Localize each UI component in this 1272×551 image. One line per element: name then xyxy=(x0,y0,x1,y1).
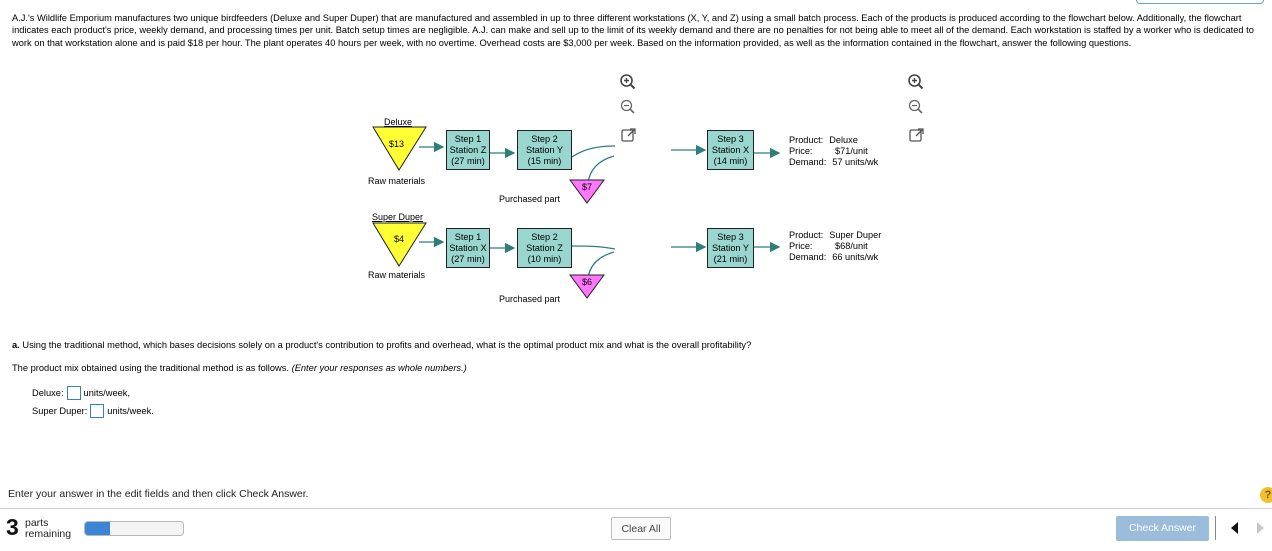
superduper-purchased-cost: $6 xyxy=(582,277,593,287)
step-station: Station Z xyxy=(449,144,487,155)
superduper-raw-materials-label: Raw materials xyxy=(368,270,426,280)
flow-arrow xyxy=(587,251,615,279)
parts-remaining-label: parts remaining xyxy=(25,517,72,540)
deluxe-raw-cost: $13 xyxy=(389,139,405,149)
deluxe-step2-box: Step 2 Station Y (15 min) xyxy=(517,130,572,170)
help-icon[interactable]: ? xyxy=(1260,487,1272,503)
instruction-body: The product mix obtained using the tradi… xyxy=(12,363,289,373)
previous-arrow-icon[interactable] xyxy=(1226,518,1244,538)
zoom-out-icon[interactable] xyxy=(907,98,925,116)
instruction-hint: (Enter your responses as whole numbers.) xyxy=(291,363,467,373)
step-station: Station Z xyxy=(526,242,563,253)
deluxe-answer-unit: units/week, xyxy=(83,388,131,398)
instruction-text: The product mix obtained using the tradi… xyxy=(12,363,467,373)
purchased-part-triangle xyxy=(569,179,605,204)
popout-icon[interactable] xyxy=(908,126,926,144)
question-text: a. Using the traditional method, which b… xyxy=(12,340,751,350)
superduper-units-input[interactable] xyxy=(90,404,105,418)
superduper-answer-unit: units/week. xyxy=(107,406,154,416)
superduper-product-info: Product:Super Duper Price:$68/unit Deman… xyxy=(789,230,882,262)
step-station: Station Y xyxy=(525,144,564,155)
deluxe-product-info: Product:Deluxe Price:$71/unit Demand:57 … xyxy=(789,135,879,167)
deluxe-step1-box: Step 1 Station Z (27 min) xyxy=(446,130,490,170)
step-title: Step 1 xyxy=(454,231,482,242)
deluxe-purchased-label: Purchased part xyxy=(499,194,561,204)
deluxe-answer-row: Deluxe: units/week, xyxy=(32,386,130,400)
step-time: (27 min) xyxy=(451,155,485,166)
deluxe-answer-label: Deluxe: xyxy=(32,388,64,398)
next-arrow-icon[interactable] xyxy=(1251,518,1269,538)
step-time: (10 min) xyxy=(527,253,562,264)
purchased-part-triangle xyxy=(569,274,605,299)
zoom-in-icon[interactable] xyxy=(619,73,637,91)
superduper-answer-label: Super Duper: xyxy=(32,406,88,416)
superduper-step1-box: Step 1 Station X (27 min) xyxy=(446,228,490,268)
step-title: Step 2 xyxy=(531,231,558,242)
superduper-step3-box: Step 3 Station Y (21 min) xyxy=(707,228,754,268)
deluxe-raw-materials-label: Raw materials xyxy=(368,176,426,186)
parts-remaining-count: 3 xyxy=(6,514,19,540)
nav-divider xyxy=(1215,516,1216,540)
step-time: (14 min) xyxy=(713,155,748,166)
step-time: (21 min) xyxy=(713,253,748,264)
flow-arrow xyxy=(571,145,616,158)
footer-divider xyxy=(0,508,1272,509)
check-answer-button[interactable]: Check Answer xyxy=(1116,516,1209,541)
superduper-step2-box: Step 2 Station Z (10 min) xyxy=(517,228,572,268)
deluxe-step3-box: Step 3 Station X (14 min) xyxy=(707,130,754,170)
raw-materials-triangle xyxy=(372,126,427,171)
step-title: Step 2 xyxy=(531,133,558,144)
step-time: (15 min) xyxy=(527,155,562,166)
problem-statement: A.J.'s Wildlife Emporium manufactures tw… xyxy=(12,13,1254,48)
progress-fill xyxy=(85,522,110,535)
flow-arrow xyxy=(571,245,616,250)
question-part-letter: a. xyxy=(12,340,20,350)
step-title: Step 3 xyxy=(717,133,744,144)
superduper-title: Super Duper xyxy=(372,212,424,222)
clear-all-button[interactable]: Clear All xyxy=(611,517,671,540)
superduper-raw-cost: $4 xyxy=(394,234,405,244)
deluxe-purchased-cost: $7 xyxy=(582,182,593,192)
step-station: Station Y xyxy=(711,242,750,253)
question-body: Using the traditional method, which base… xyxy=(22,340,752,350)
deluxe-units-input[interactable] xyxy=(66,386,81,400)
raw-materials-triangle xyxy=(372,222,427,267)
superduper-answer-row: Super Duper: units/week. xyxy=(32,404,154,418)
step-title: Step 3 xyxy=(717,231,744,242)
zoom-in-icon[interactable] xyxy=(907,73,925,91)
flow-arrow xyxy=(587,155,615,184)
step-station: Station X xyxy=(711,144,750,155)
superduper-purchased-label: Purchased part xyxy=(499,294,561,304)
step-time: (27 min) xyxy=(451,253,485,264)
popout-icon[interactable] xyxy=(620,126,638,144)
enter-answer-instruction: Enter your answer in the edit fields and… xyxy=(8,488,309,500)
parts-progress-bar xyxy=(84,521,184,536)
step-title: Step 1 xyxy=(454,133,482,144)
step-station: Station X xyxy=(449,242,487,253)
deluxe-title: Deluxe xyxy=(384,117,413,127)
zoom-out-icon[interactable] xyxy=(619,98,637,116)
